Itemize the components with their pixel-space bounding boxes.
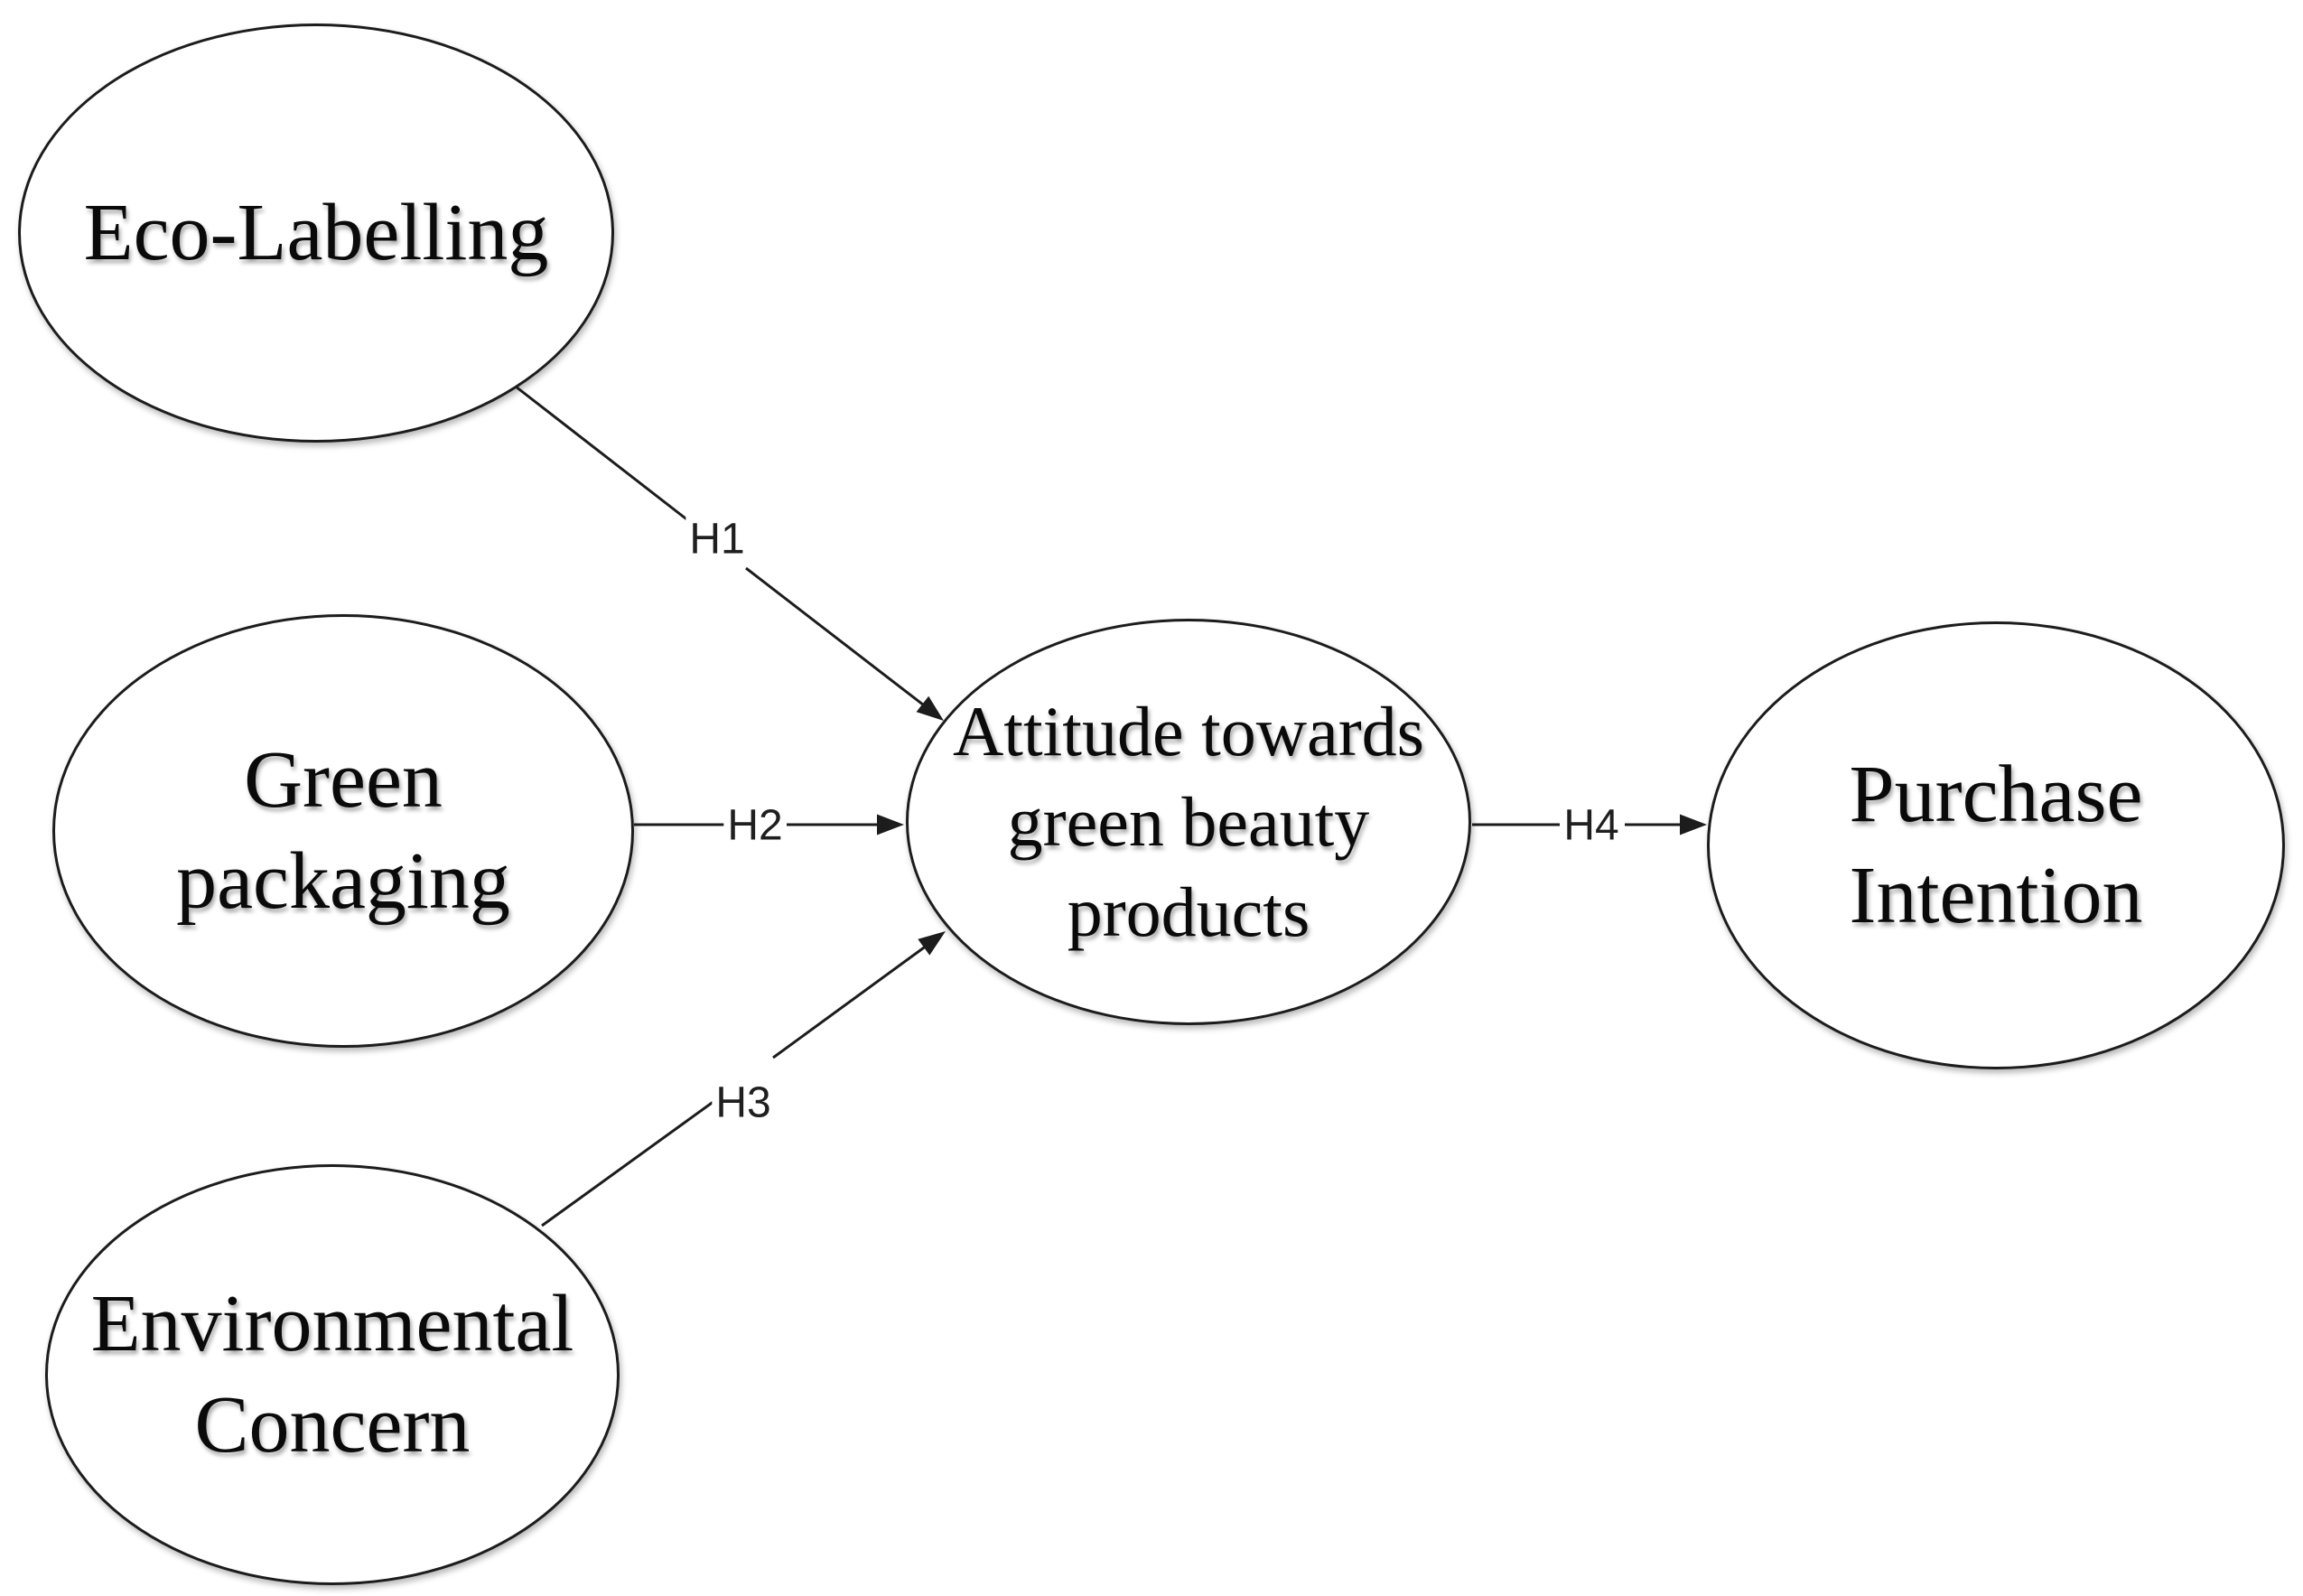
node-purchase-intention: Purchase Intention <box>1707 621 2285 1069</box>
edge-h1-label: H1 <box>685 514 749 565</box>
node-green-packaging: Green packaging <box>52 614 634 1048</box>
edge-h3-label: H3 <box>712 1078 775 1128</box>
edge-h3-segment-1 <box>541 1099 715 1227</box>
node-attitude-label: Attitude towards green beauty products <box>952 692 1425 951</box>
node-environmental-concern-label: Environmental Concern <box>90 1279 574 1470</box>
edge-h1-segment-1 <box>515 385 690 523</box>
node-environmental-concern: Environmental Concern <box>45 1164 620 1585</box>
node-purchase-intention-label: Purchase Intention <box>1849 750 2143 940</box>
edge-h3-arrowhead <box>918 931 946 956</box>
edge-h1-segment-2 <box>745 566 928 710</box>
edge-h1-arrowhead <box>916 695 944 721</box>
edge-h4-arrowhead <box>1680 814 1707 835</box>
node-attitude-towards-green-beauty-products: Attitude towards green beauty products <box>906 619 1471 1025</box>
node-eco-labelling-label: Eco-Labelling <box>83 188 549 277</box>
edge-h4-label: H4 <box>1560 800 1623 851</box>
edge-h2-arrowhead <box>877 814 904 835</box>
edge-h2-label: H2 <box>723 800 787 851</box>
edge-h3-segment-2 <box>772 941 931 1059</box>
node-green-packaging-label: Green packaging <box>176 735 510 926</box>
node-eco-labelling: Eco-Labelling <box>18 23 614 443</box>
